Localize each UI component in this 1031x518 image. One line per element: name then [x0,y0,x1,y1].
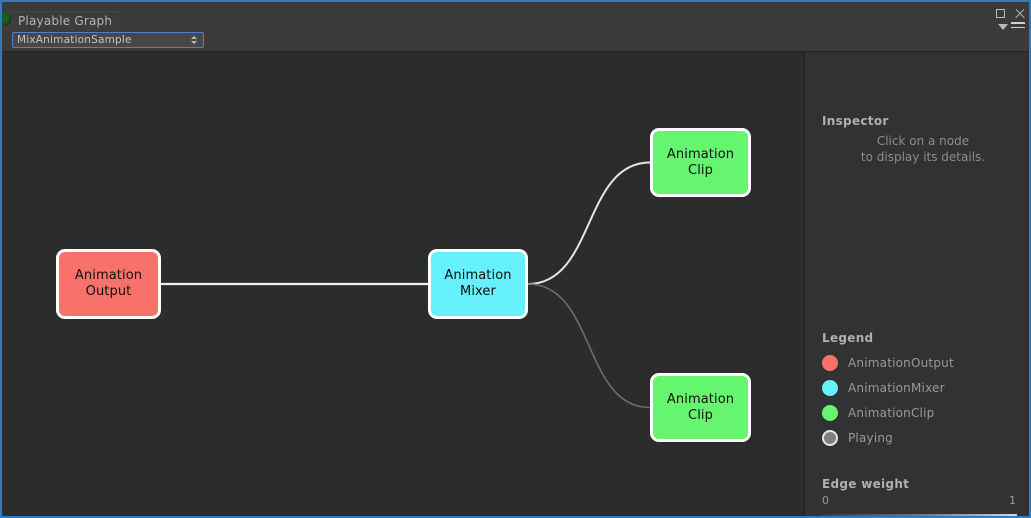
inspector-hint-line-2: to display its details. [860,150,986,164]
graph-edge-clip_bottom-to-mixer [527,283,651,409]
legend-swatch-icon [822,405,838,421]
inspector-title: Inspector [822,114,889,128]
node-label-line-2: Clip [688,407,713,423]
node-label-line-1: Animation [666,146,735,162]
node-label-line-2: Clip [688,162,713,178]
edge-weight-gradient-bar [821,514,1017,516]
filter-icon[interactable] [998,24,1008,31]
legend-item-playing: Playing [822,430,893,446]
legend-item-animationmixer: AnimationMixer [822,380,945,396]
edge-weight-scale: 0 1 [822,494,1016,507]
legend-title: Legend [822,331,874,345]
legend-item-label: AnimationMixer [848,381,945,395]
graph-edge-clip_top-to-mixer [527,161,651,285]
window-controls [996,8,1025,19]
tab-playable-graph[interactable]: Playable Graph [2,11,123,31]
inspector-sidepanel: Inspector Click on a node to display its… [805,52,1029,516]
node-label-line-1: Animation [666,391,735,407]
legend-swatch-icon [822,355,838,371]
legend-item-label: Playing [848,431,893,445]
edge-weight-max-label: 1 [1009,494,1016,507]
maximize-icon[interactable] [996,9,1005,18]
green-status-dot-icon [2,13,11,26]
close-icon[interactable] [1014,8,1025,19]
node-label-line-2: Mixer [460,284,496,299]
panel-divider [803,52,805,516]
inspector-hint: Click on a node to display its details. [823,133,1023,165]
graph-selector-value: MixAnimationSample [17,34,132,46]
updown-arrows-icon [191,36,197,44]
legend-item-animationclip: AnimationClip [822,405,934,421]
node-label-line-1: Animation [444,268,512,283]
legend-swatch-icon [822,430,838,446]
inspector-hint-line-1: Click on a node [876,134,970,148]
graph-edges-layer [159,161,651,409]
legend-item-animationoutput: AnimationOutput [822,355,954,371]
node-label-line-1: Animation [74,268,143,283]
legend-item-label: AnimationClip [848,406,935,420]
legend-swatch-icon [822,380,838,396]
legend-item-label: AnimationOutput [848,356,954,370]
edge-weight-min-label: 0 [822,494,829,507]
window-titlebar: Playable Graph [2,2,1029,33]
edge-weight-title: Edge weight [822,477,910,491]
tab-label: Playable Graph [18,14,113,28]
node-label-line-2: Output [85,284,132,299]
graph-selector-dropdown[interactable]: MixAnimationSample [12,32,204,48]
graph-toolbar: MixAnimationSample [2,31,1029,52]
